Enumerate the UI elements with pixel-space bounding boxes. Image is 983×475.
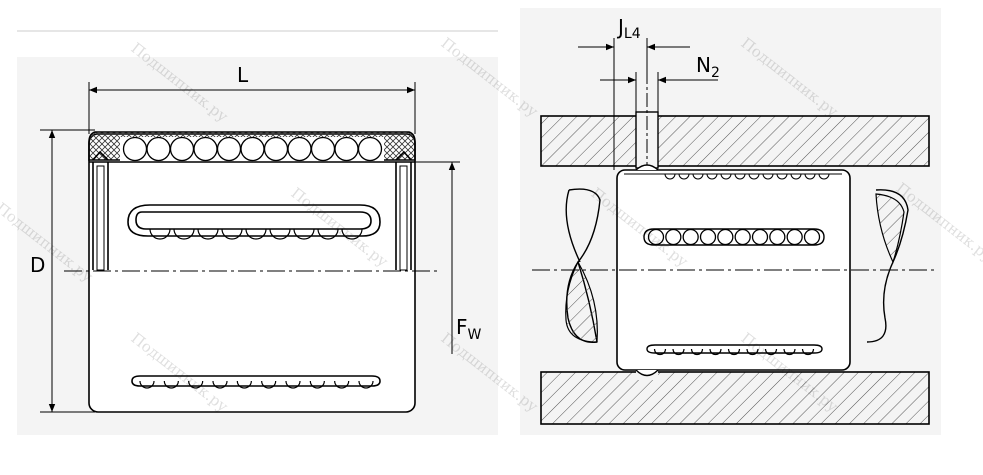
- dim-jl4-sub: L4: [624, 26, 641, 42]
- inner-ball-row: [149, 228, 363, 240]
- ball: [647, 228, 665, 246]
- ball-tick: [818, 173, 830, 180]
- ball-tick: [678, 173, 690, 180]
- ball-tick: [762, 173, 774, 180]
- ball-half: [358, 380, 374, 389]
- ball: [803, 228, 821, 246]
- ball-half: [149, 228, 171, 240]
- ball-half: [746, 348, 759, 356]
- ball-half: [188, 380, 204, 389]
- ball: [169, 136, 195, 162]
- ball-half: [709, 348, 722, 356]
- right-bottom-track: [646, 344, 823, 354]
- right-cap-inner: [399, 165, 408, 271]
- ball-half: [139, 380, 155, 389]
- ball: [122, 136, 148, 162]
- seal-bump-bottom: [635, 369, 659, 377]
- bearing-outer-body: [88, 133, 416, 413]
- ball: [310, 136, 336, 162]
- right-bearing-body: [616, 169, 851, 371]
- ball-half: [317, 228, 339, 240]
- housing-top: [540, 115, 930, 167]
- ball: [263, 136, 289, 162]
- ball-half: [309, 380, 325, 389]
- ball-half: [672, 348, 685, 356]
- dim-jl4-label: JL4: [616, 15, 641, 42]
- dim-n2-main: N: [696, 53, 711, 77]
- ball-half: [197, 228, 219, 240]
- ball-tick: [734, 173, 746, 180]
- left-end-cap: [92, 150, 109, 270]
- ball-half: [293, 228, 315, 240]
- ball-half: [212, 380, 228, 389]
- seal-bump-top: [635, 164, 659, 171]
- ball-tick: [790, 173, 802, 180]
- ball: [193, 136, 218, 162]
- right-view: JL4 N2: [520, 8, 941, 435]
- ball: [717, 228, 734, 246]
- top-ball-row: [122, 136, 383, 162]
- ball: [786, 228, 803, 246]
- right-inner-ball-row: [647, 228, 821, 246]
- ball-half: [801, 348, 815, 356]
- ball-half: [261, 380, 277, 389]
- ball-half: [285, 380, 301, 389]
- left-shaft-section: [565, 260, 598, 343]
- left-view: L D FW: [17, 30, 498, 435]
- ball: [665, 228, 682, 246]
- dim-n2-sub: 2: [711, 65, 720, 81]
- bottom-ball-row: [139, 380, 374, 389]
- ball-half: [727, 348, 741, 356]
- ball-half: [163, 380, 179, 389]
- ball: [287, 136, 312, 162]
- dim-fw-label: FW: [456, 315, 482, 343]
- ball-half: [764, 348, 778, 356]
- right-shaft-section: [875, 193, 905, 264]
- ball-tick: [720, 173, 732, 180]
- dim-n2-label: N2: [696, 53, 720, 81]
- ball-tick: [692, 173, 704, 180]
- ball-half: [653, 348, 667, 356]
- ball-half: [341, 228, 363, 240]
- left-cap-inner: [96, 165, 105, 271]
- ball-half: [236, 380, 252, 389]
- ball-tick: [748, 173, 760, 180]
- ball-tick: [664, 173, 676, 180]
- ball: [682, 228, 699, 246]
- ball: [334, 136, 359, 162]
- right-inner-track: [643, 228, 825, 246]
- ball-half: [783, 348, 796, 356]
- ball: [240, 136, 265, 162]
- ball-half: [245, 228, 267, 240]
- ball-half: [690, 348, 704, 356]
- ball: [734, 228, 751, 246]
- ball: [751, 228, 769, 246]
- dim-jl4-main: J: [616, 15, 624, 39]
- ball-tick: [706, 173, 718, 180]
- dim-fw-sub: W: [468, 327, 482, 343]
- ball: [357, 136, 383, 162]
- housing-bottom: [540, 371, 930, 425]
- right-end-cap: [395, 150, 412, 270]
- ball: [699, 228, 717, 246]
- ball: [769, 228, 786, 246]
- dim-d-label: D: [30, 253, 45, 277]
- ball: [146, 136, 171, 162]
- dim-fw-main: F: [456, 315, 468, 339]
- bottom-ball-track: [131, 375, 381, 387]
- ball-tick: [776, 173, 788, 180]
- dim-l-label: L: [237, 63, 249, 87]
- ball-tick: [804, 173, 816, 180]
- ball-half: [173, 228, 195, 240]
- ball-half: [334, 380, 350, 389]
- top-ball-ticks: [664, 173, 830, 180]
- ball-half: [269, 228, 291, 240]
- inner-recirculation-loop: [127, 204, 381, 237]
- right-bottom-ball-row: [653, 348, 815, 356]
- ball: [216, 136, 242, 162]
- ball-half: [221, 228, 243, 240]
